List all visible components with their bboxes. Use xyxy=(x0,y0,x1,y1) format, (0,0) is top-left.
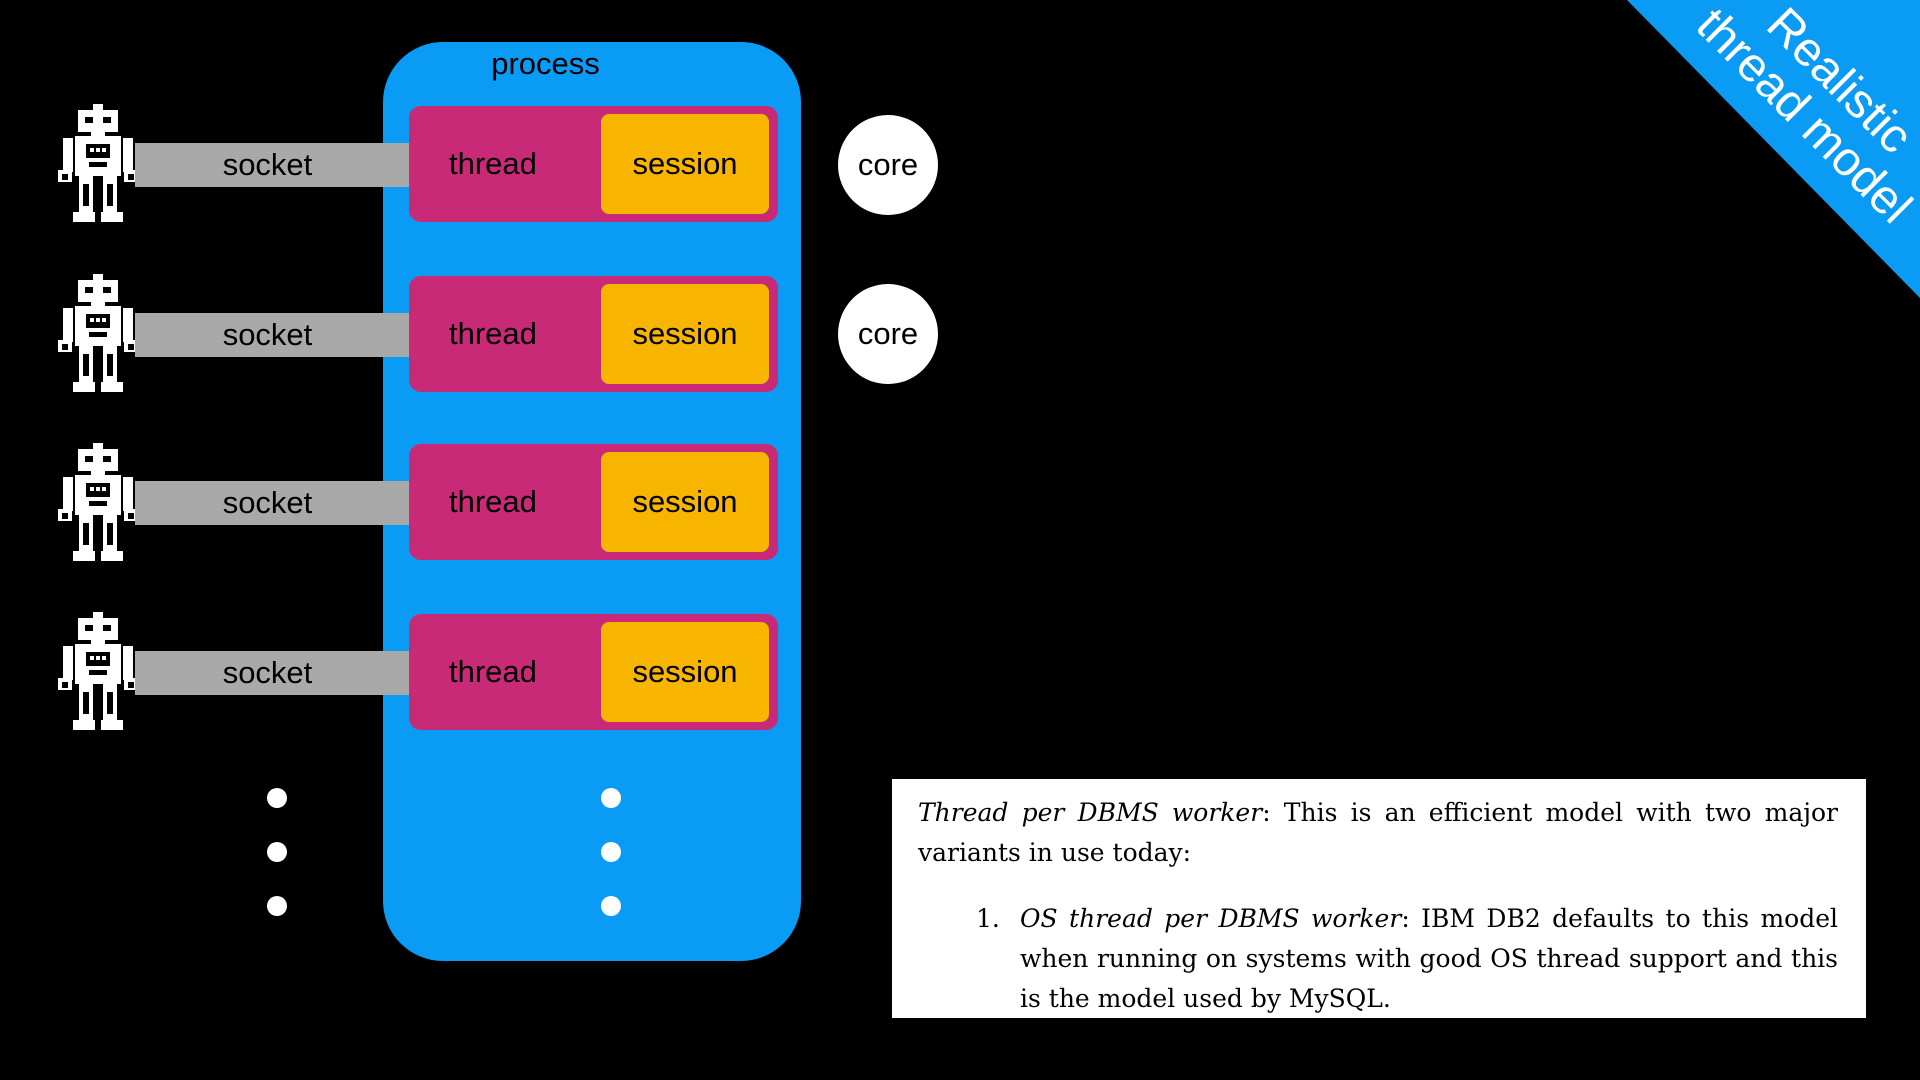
quote-item-number: 1. xyxy=(976,904,1000,933)
quote-paragraph: Thread per DBMS worker: This is an effic… xyxy=(918,793,1838,873)
robot-icon xyxy=(58,612,138,730)
robot-icon xyxy=(58,104,138,222)
quote-list-item: 1. OS thread per DBMS worker: IBM DB2 def… xyxy=(976,899,1838,1019)
socket-bar: socket xyxy=(135,651,410,695)
quote-box: Thread per DBMS worker: This is an effic… xyxy=(892,779,1866,1018)
quote-item-text: : IBM DB2 defaults to this model when ru… xyxy=(1020,904,1838,1013)
thread-label: thread xyxy=(449,146,537,181)
thread-box: thread session xyxy=(409,276,778,392)
socket-bar: socket xyxy=(135,313,410,357)
core-circle: core xyxy=(838,284,938,384)
socket-bar: socket xyxy=(135,481,410,525)
robot-icon xyxy=(58,274,138,392)
session-box: session xyxy=(601,284,769,384)
thread-box: thread session xyxy=(409,614,778,730)
thread-label: thread xyxy=(449,654,537,689)
quote-term: Thread per DBMS worker xyxy=(918,798,1263,827)
ellipsis-dot xyxy=(601,842,621,862)
core-circle: core xyxy=(838,115,938,215)
ellipsis-dot xyxy=(601,896,621,916)
session-box: session xyxy=(601,622,769,722)
thread-label: thread xyxy=(449,484,537,519)
socket-bar: socket xyxy=(135,143,410,187)
thread-box: thread session xyxy=(409,106,778,222)
quote-text: : This is an efficient model with two ma… xyxy=(918,798,1838,867)
thread-label: thread xyxy=(449,316,537,351)
ellipsis-dot xyxy=(267,788,287,808)
ellipsis-dot xyxy=(267,842,287,862)
session-box: session xyxy=(601,114,769,214)
ellipsis-dot xyxy=(601,788,621,808)
quote-item-term: OS thread per DBMS worker xyxy=(1020,904,1402,933)
thread-box: thread session xyxy=(409,444,778,560)
ellipsis-dot xyxy=(267,896,287,916)
session-box: session xyxy=(601,452,769,552)
process-label: process xyxy=(491,46,600,81)
robot-icon xyxy=(58,443,138,561)
corner-banner: Realistic thread model xyxy=(1627,0,1920,298)
